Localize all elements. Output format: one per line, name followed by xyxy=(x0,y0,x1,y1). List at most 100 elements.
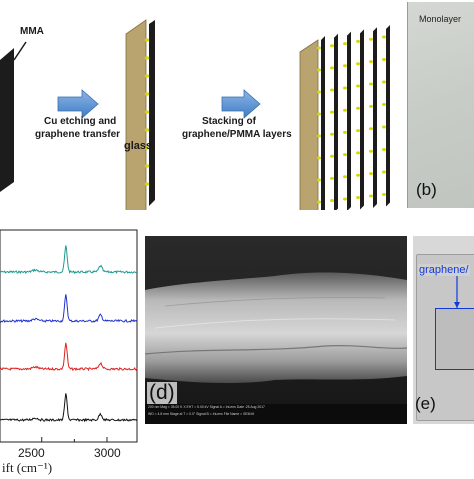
graphene-dots xyxy=(144,38,150,186)
sem-info-bar xyxy=(145,404,407,424)
step2-label-line1: Stacking of xyxy=(202,116,256,127)
stack-layer xyxy=(334,33,338,213)
panel-b-micrograph: Monolayer (b) xyxy=(407,2,474,208)
raman-series-line xyxy=(0,342,138,372)
graphene-dot xyxy=(144,38,150,42)
sem-info-line-1: 200 nm Mag = 35.00 K X EHT = 5.00 kV Sig… xyxy=(148,405,265,409)
stack-graphene-dot xyxy=(369,104,373,108)
stack-graphene-dot xyxy=(356,129,360,133)
schematic-drawing xyxy=(0,19,390,227)
stack-graphene-dot xyxy=(317,112,321,116)
step1-label-line1: Cu etching and xyxy=(44,116,117,127)
stack-graphene-dot xyxy=(343,130,347,134)
panel-a-schematic: MMA Cu etching and graphene transfer gla… xyxy=(0,0,405,227)
step1-label-line2: graphene transfer xyxy=(35,129,121,140)
stack-graphene-dot xyxy=(330,44,334,48)
panel-d-label: (d) xyxy=(147,381,177,404)
sem-texture xyxy=(145,236,407,424)
stack-graphene-dot xyxy=(330,88,334,92)
stack-graphene-dot xyxy=(382,148,386,151)
stack-graphene-dot xyxy=(343,108,347,112)
stack-graphene-dot xyxy=(317,134,321,138)
stack-layer xyxy=(360,29,364,210)
stack-graphene-dot xyxy=(382,193,386,196)
graphene-dot xyxy=(144,56,150,60)
graphene-dot xyxy=(144,74,150,78)
pmma-label: MMA xyxy=(20,26,44,37)
panel-e-photo: graphene/ (e) xyxy=(413,236,474,424)
graphene-dot xyxy=(144,128,150,132)
stack-graphene-dot xyxy=(317,178,321,182)
sem-film-cross-section xyxy=(145,272,407,384)
panel-d-sem-image: 200 nm Mag = 35.00 K X EHT = 5.00 kV Sig… xyxy=(145,236,407,424)
stack-graphene-dot xyxy=(382,170,386,174)
graphene-pmma-layer xyxy=(149,20,155,206)
raman-series-line xyxy=(0,393,138,423)
plot-frame xyxy=(0,229,138,443)
stack-graphene-dot xyxy=(382,58,386,61)
x-tick-label-3000: 3000 xyxy=(94,446,121,460)
glass-label: glass xyxy=(124,140,153,152)
stack-graphene-dot xyxy=(382,80,386,84)
graphene-dot xyxy=(144,146,150,150)
raman-series-line xyxy=(0,294,138,323)
stack-graphene-dot xyxy=(356,151,360,155)
stack-graphene-dot xyxy=(369,82,373,86)
stack-graphene-dot xyxy=(317,200,321,204)
stack-graphene-dot xyxy=(343,64,347,68)
stack-graphene-dot xyxy=(343,86,347,90)
raman-series-line xyxy=(0,245,138,275)
panel-e-label: (e) xyxy=(415,394,436,413)
panel-c-raman-chart: 2500 3000 ift (cm⁻¹) xyxy=(0,228,140,475)
pmma-copper-slab xyxy=(0,48,14,192)
stack-graphene-dot xyxy=(356,39,360,43)
stack-graphene-dot xyxy=(382,35,386,39)
transfer-arrow xyxy=(57,89,99,119)
stack-graphene-dot xyxy=(317,90,321,94)
stack-graphene-dot xyxy=(330,199,334,202)
graphene-dot xyxy=(144,92,150,96)
stack-graphene-dot xyxy=(356,106,360,110)
stack-graphene-dot xyxy=(369,37,373,41)
stack-graphene-dot xyxy=(356,84,360,88)
stacked-layers xyxy=(317,25,390,214)
glass-slide xyxy=(125,19,147,227)
stacking-arrow xyxy=(221,89,261,119)
stack-graphene-dot xyxy=(356,173,360,177)
stack-graphene-dot xyxy=(369,149,373,153)
panel-e-pointer xyxy=(454,276,460,308)
raman-spectra-svg xyxy=(0,229,138,443)
stack-graphene-dot xyxy=(330,66,334,70)
stack-layer xyxy=(347,31,351,211)
stack-graphene-dot xyxy=(330,132,334,136)
stack-graphene-dot xyxy=(330,176,334,180)
pmma-pointer-line xyxy=(13,41,27,61)
stack-graphene-dot xyxy=(369,194,373,198)
stack-graphene-dot xyxy=(356,196,360,199)
stack-graphene-dot xyxy=(356,62,360,66)
panel-b-label: (b) xyxy=(416,180,437,199)
x-tick-label-2500: 2500 xyxy=(18,446,45,460)
stack-layer xyxy=(386,25,390,207)
x-axis-label: ift (cm⁻¹) xyxy=(2,460,53,475)
stack-graphene-dot xyxy=(382,103,386,106)
stack-graphene-dot xyxy=(330,154,334,158)
stack-graphene-dot xyxy=(343,197,347,201)
graphene-region-box xyxy=(435,308,474,370)
stack-graphene-dot xyxy=(369,127,373,131)
graphene-dot xyxy=(144,182,150,186)
stack-graphene-dot xyxy=(330,110,334,114)
panel-b-title: Monolayer xyxy=(419,14,462,24)
stack-graphene-dot xyxy=(343,153,347,157)
stacked-glass-slide xyxy=(299,39,319,225)
sem-info-line-2: WD = 4.8 mm Stage at T = 0.0° Signal B =… xyxy=(148,412,255,416)
stack-layer xyxy=(373,27,377,209)
stack-graphene-dot xyxy=(369,60,373,64)
stack-graphene-dot xyxy=(369,172,373,176)
stack-layer xyxy=(321,36,325,214)
stack-graphene-dot xyxy=(382,125,386,129)
stack-graphene-dot xyxy=(343,42,347,46)
stack-graphene-dot xyxy=(317,156,321,160)
stack-graphene-dot xyxy=(317,46,321,50)
stack-graphene-dot xyxy=(317,68,321,72)
